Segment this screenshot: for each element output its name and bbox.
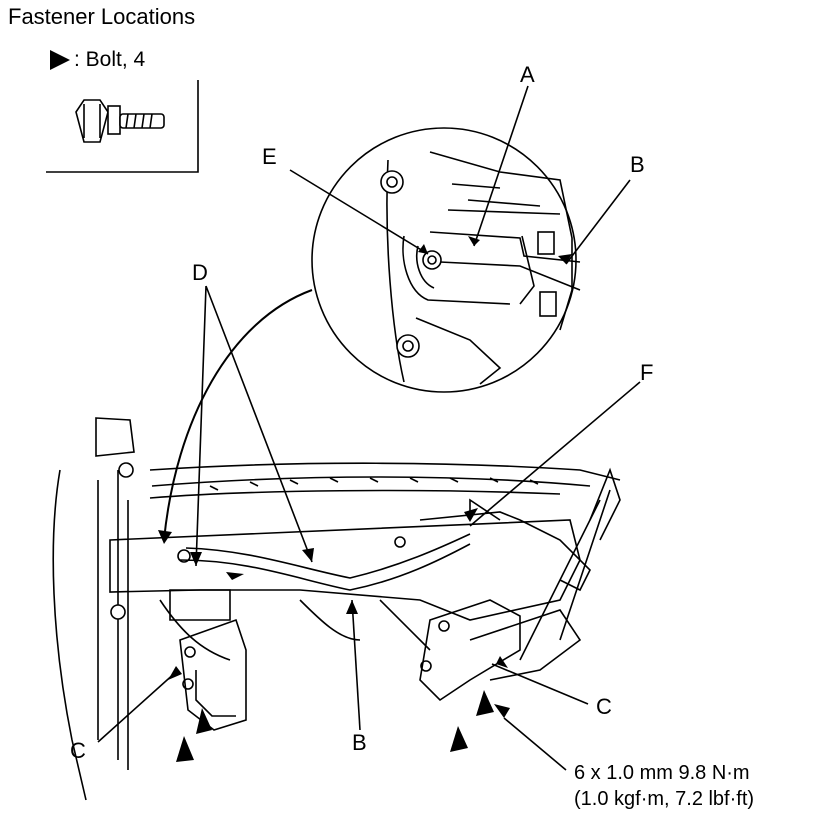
leader-B-top	[565, 179, 631, 265]
callout-C-right: C	[596, 694, 612, 719]
leader-C-right	[491, 663, 589, 705]
bolt-arrow	[450, 726, 468, 752]
page-title: Fastener Locations	[8, 4, 196, 29]
callout-C-left: C	[70, 738, 86, 763]
detail-circle	[311, 127, 577, 393]
torque-spec: 6 x 1.0 mm 9.8 N·m (1.0 kgf·m, 7.2 lbf·f…	[574, 760, 754, 812]
bolt-arrow	[476, 690, 494, 716]
leader-E	[289, 169, 429, 255]
main-assembly	[52, 417, 621, 801]
callout-F: F	[640, 360, 654, 385]
leader-torque	[503, 717, 567, 771]
bolt-icon	[75, 99, 165, 143]
torque-line-2: (1.0 kgf·m, 7.2 lbf·ft)	[574, 788, 755, 810]
bolt-arrow	[176, 736, 194, 762]
callout-D: D	[192, 260, 208, 285]
callout-A: A	[520, 62, 535, 87]
callout-B-bottom: B	[352, 730, 367, 755]
legend-label: : Bolt, 4	[74, 48, 146, 71]
callout-B-top: B	[630, 152, 645, 177]
legend: : Bolt, 4	[50, 48, 145, 72]
legend-box	[46, 80, 199, 173]
leader-F	[469, 381, 641, 527]
flow-arrow	[226, 572, 244, 580]
leader-C-left	[97, 671, 177, 743]
leader-A	[473, 85, 529, 247]
leader-D	[195, 285, 313, 567]
leader-B-bottom	[351, 599, 361, 731]
bolt-arrow-icon	[50, 50, 70, 70]
bolt-arrows	[158, 236, 572, 762]
detail-view	[380, 151, 581, 385]
bolt-arrow	[196, 708, 212, 734]
torque-line-1: 6 x 1.0 mm 9.8 N·m	[574, 762, 750, 784]
callout-E: E	[262, 144, 277, 169]
detail-arrow	[163, 289, 313, 541]
